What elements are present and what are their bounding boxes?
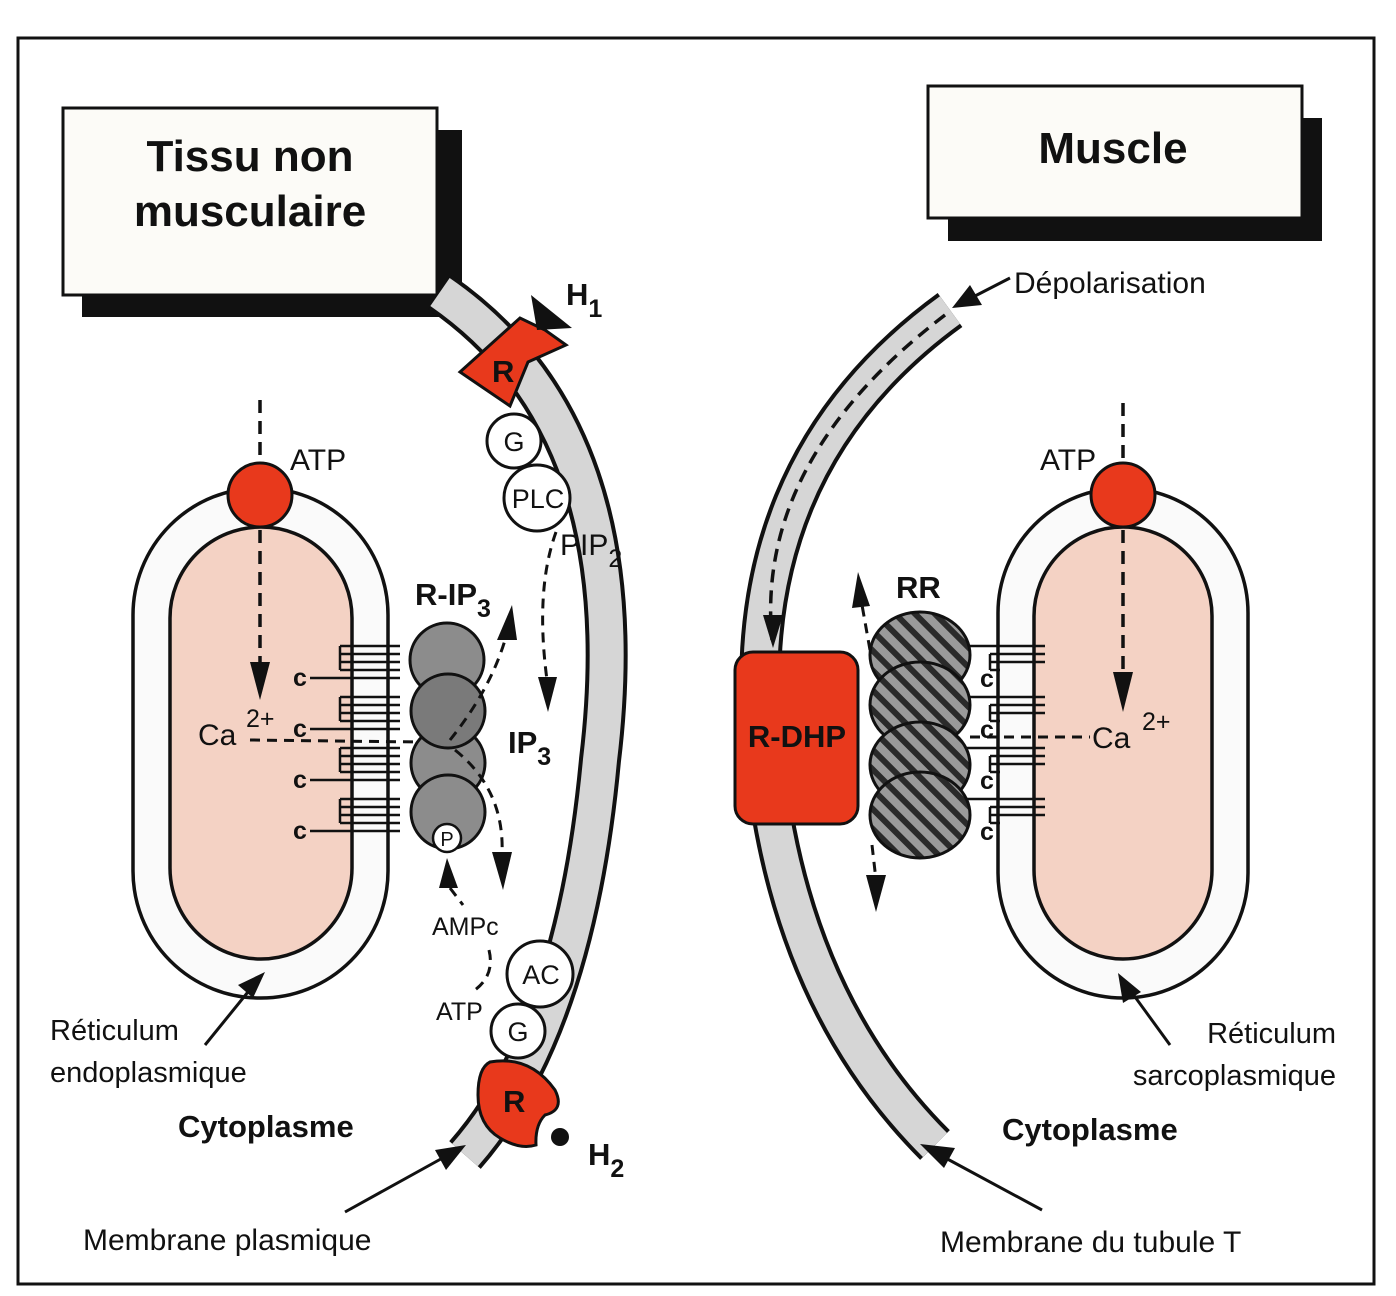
plasma-membrane-pointer xyxy=(344,1153,449,1214)
left-atp-pump xyxy=(226,461,294,529)
left-title-box: Tissu non musculaire xyxy=(61,106,462,317)
right-reticulum-label-line1: Réticulum xyxy=(1207,1018,1336,1050)
right-c-label-3: c xyxy=(980,767,994,795)
depolarization-arrowhead xyxy=(763,615,783,648)
left-c-label-2: c xyxy=(293,715,307,743)
receptor-h1-label: R xyxy=(492,354,514,389)
receptor-h1 xyxy=(457,316,570,409)
left-calcium-label: Ca xyxy=(198,719,237,752)
left-channel-release-down xyxy=(454,748,504,856)
r-ip3-label: R-IP3 xyxy=(415,577,491,623)
adenylate-cyclase xyxy=(505,939,575,1009)
t-tubule-arrowhead xyxy=(920,1144,955,1168)
left-channel-release-up xyxy=(448,639,507,741)
dhp-receptor-label: R-DHP xyxy=(748,719,846,754)
g-protein-top-label: G xyxy=(503,427,524,457)
right-cytoplasm-label: Cytoplasme xyxy=(1002,1112,1178,1147)
right-connectors xyxy=(965,644,1045,825)
right-calcium-label: Ca xyxy=(1092,722,1131,755)
g-protein-top xyxy=(485,412,543,470)
left-c-label-1: c xyxy=(293,664,307,692)
rr-flow-up-arrowhead xyxy=(852,572,870,608)
receptor-h2-label: R xyxy=(503,1084,525,1119)
sarcoplasmic-reticulum xyxy=(996,486,1250,1000)
left-reticulum-label-line2: endoplasmique xyxy=(50,1057,247,1089)
r-ip3-channel xyxy=(408,621,487,851)
right-atp-label: ATP xyxy=(1040,444,1096,477)
left-atp-label: ATP xyxy=(290,444,346,477)
ip3-label: IP3 xyxy=(508,725,551,771)
left-reticulum-arrowhead xyxy=(238,972,265,998)
right-reticulum-arrowhead xyxy=(1118,973,1141,1003)
depolarization-pointer xyxy=(974,276,1011,298)
left-channel-release-up-arrowhead xyxy=(497,605,517,640)
t-tubule-pointer xyxy=(939,1153,1043,1212)
hormone-h1-label: H1 xyxy=(566,277,602,323)
left-title-line1: Tissu non xyxy=(147,132,354,181)
depolarization-pointer-arrowhead xyxy=(952,285,982,308)
right-title: Muscle xyxy=(1038,124,1187,173)
right-c-label-2: c xyxy=(980,716,994,744)
plc-label: PLC xyxy=(512,484,565,514)
right-title-box: Muscle xyxy=(926,84,1322,241)
left-channel-release-down-arrowhead xyxy=(492,852,512,890)
ryanodine-receptor xyxy=(868,610,972,860)
ampc-arrowhead xyxy=(439,858,458,888)
g-protein-bottom xyxy=(489,1002,547,1060)
right-atp-pump xyxy=(1089,461,1157,529)
ip3-arrowhead xyxy=(538,677,557,712)
atp-to-ampc-path xyxy=(474,949,492,992)
plc-enzyme xyxy=(502,463,572,533)
phosphate-circle xyxy=(431,822,463,854)
g-protein-bottom-label: G xyxy=(507,1017,528,1047)
t-tubule-label: Membrane du tubule T xyxy=(940,1226,1241,1259)
hormone-h2-dot xyxy=(551,1128,569,1146)
right-reticulum-pointer xyxy=(1128,989,1172,1046)
right-calcium-charge: 2+ xyxy=(1142,708,1171,736)
rr-flow-up xyxy=(860,604,872,651)
left-c-label-4: c xyxy=(293,817,307,845)
depolarization-label: Dépolarisation xyxy=(1014,267,1206,300)
hormone-h1-shape xyxy=(531,295,572,330)
endoplasmic-reticulum xyxy=(131,486,390,1000)
left-connectors xyxy=(310,644,400,833)
dhp-receptor xyxy=(733,650,860,826)
right-c-label-1: c xyxy=(980,665,994,693)
left-cytoplasm-label: Cytoplasme xyxy=(178,1109,354,1144)
adenylate-cyclase-label: AC xyxy=(522,960,560,990)
left-calcium-charge: 2+ xyxy=(246,705,275,733)
plasma-membrane-label: Membrane plasmique xyxy=(83,1224,371,1257)
right-reticulum-label-line2: sarcoplasmique xyxy=(1133,1060,1336,1092)
pip2-label: PIP2 xyxy=(560,529,622,573)
rr-flow-down xyxy=(870,844,878,881)
right-c-label-4: c xyxy=(980,818,994,846)
left-calcium-release-path xyxy=(249,738,421,744)
right-atp-arrowhead xyxy=(1113,672,1133,712)
left-reticulum-label-line1: Réticulum xyxy=(50,1015,179,1047)
left-c-label-3: c xyxy=(293,766,307,794)
rr-flow-down-arrowhead xyxy=(866,875,886,912)
receptor-h2 xyxy=(476,1059,560,1148)
depolarization-path xyxy=(768,313,947,641)
ampc-label: AMPc xyxy=(432,913,499,941)
rr-label: RR xyxy=(896,570,941,605)
left-reticulum-pointer xyxy=(203,986,254,1046)
left-title-line2: musculaire xyxy=(134,187,366,236)
ampc-to-p-path xyxy=(448,887,465,906)
phosphate-label: P xyxy=(440,829,453,851)
left-atp-arrowhead xyxy=(250,662,270,700)
plasma-membrane-arrowhead xyxy=(435,1145,466,1170)
hormone-h2-label: H2 xyxy=(588,1137,624,1183)
atp-cyclase-label: ATP xyxy=(436,998,483,1026)
